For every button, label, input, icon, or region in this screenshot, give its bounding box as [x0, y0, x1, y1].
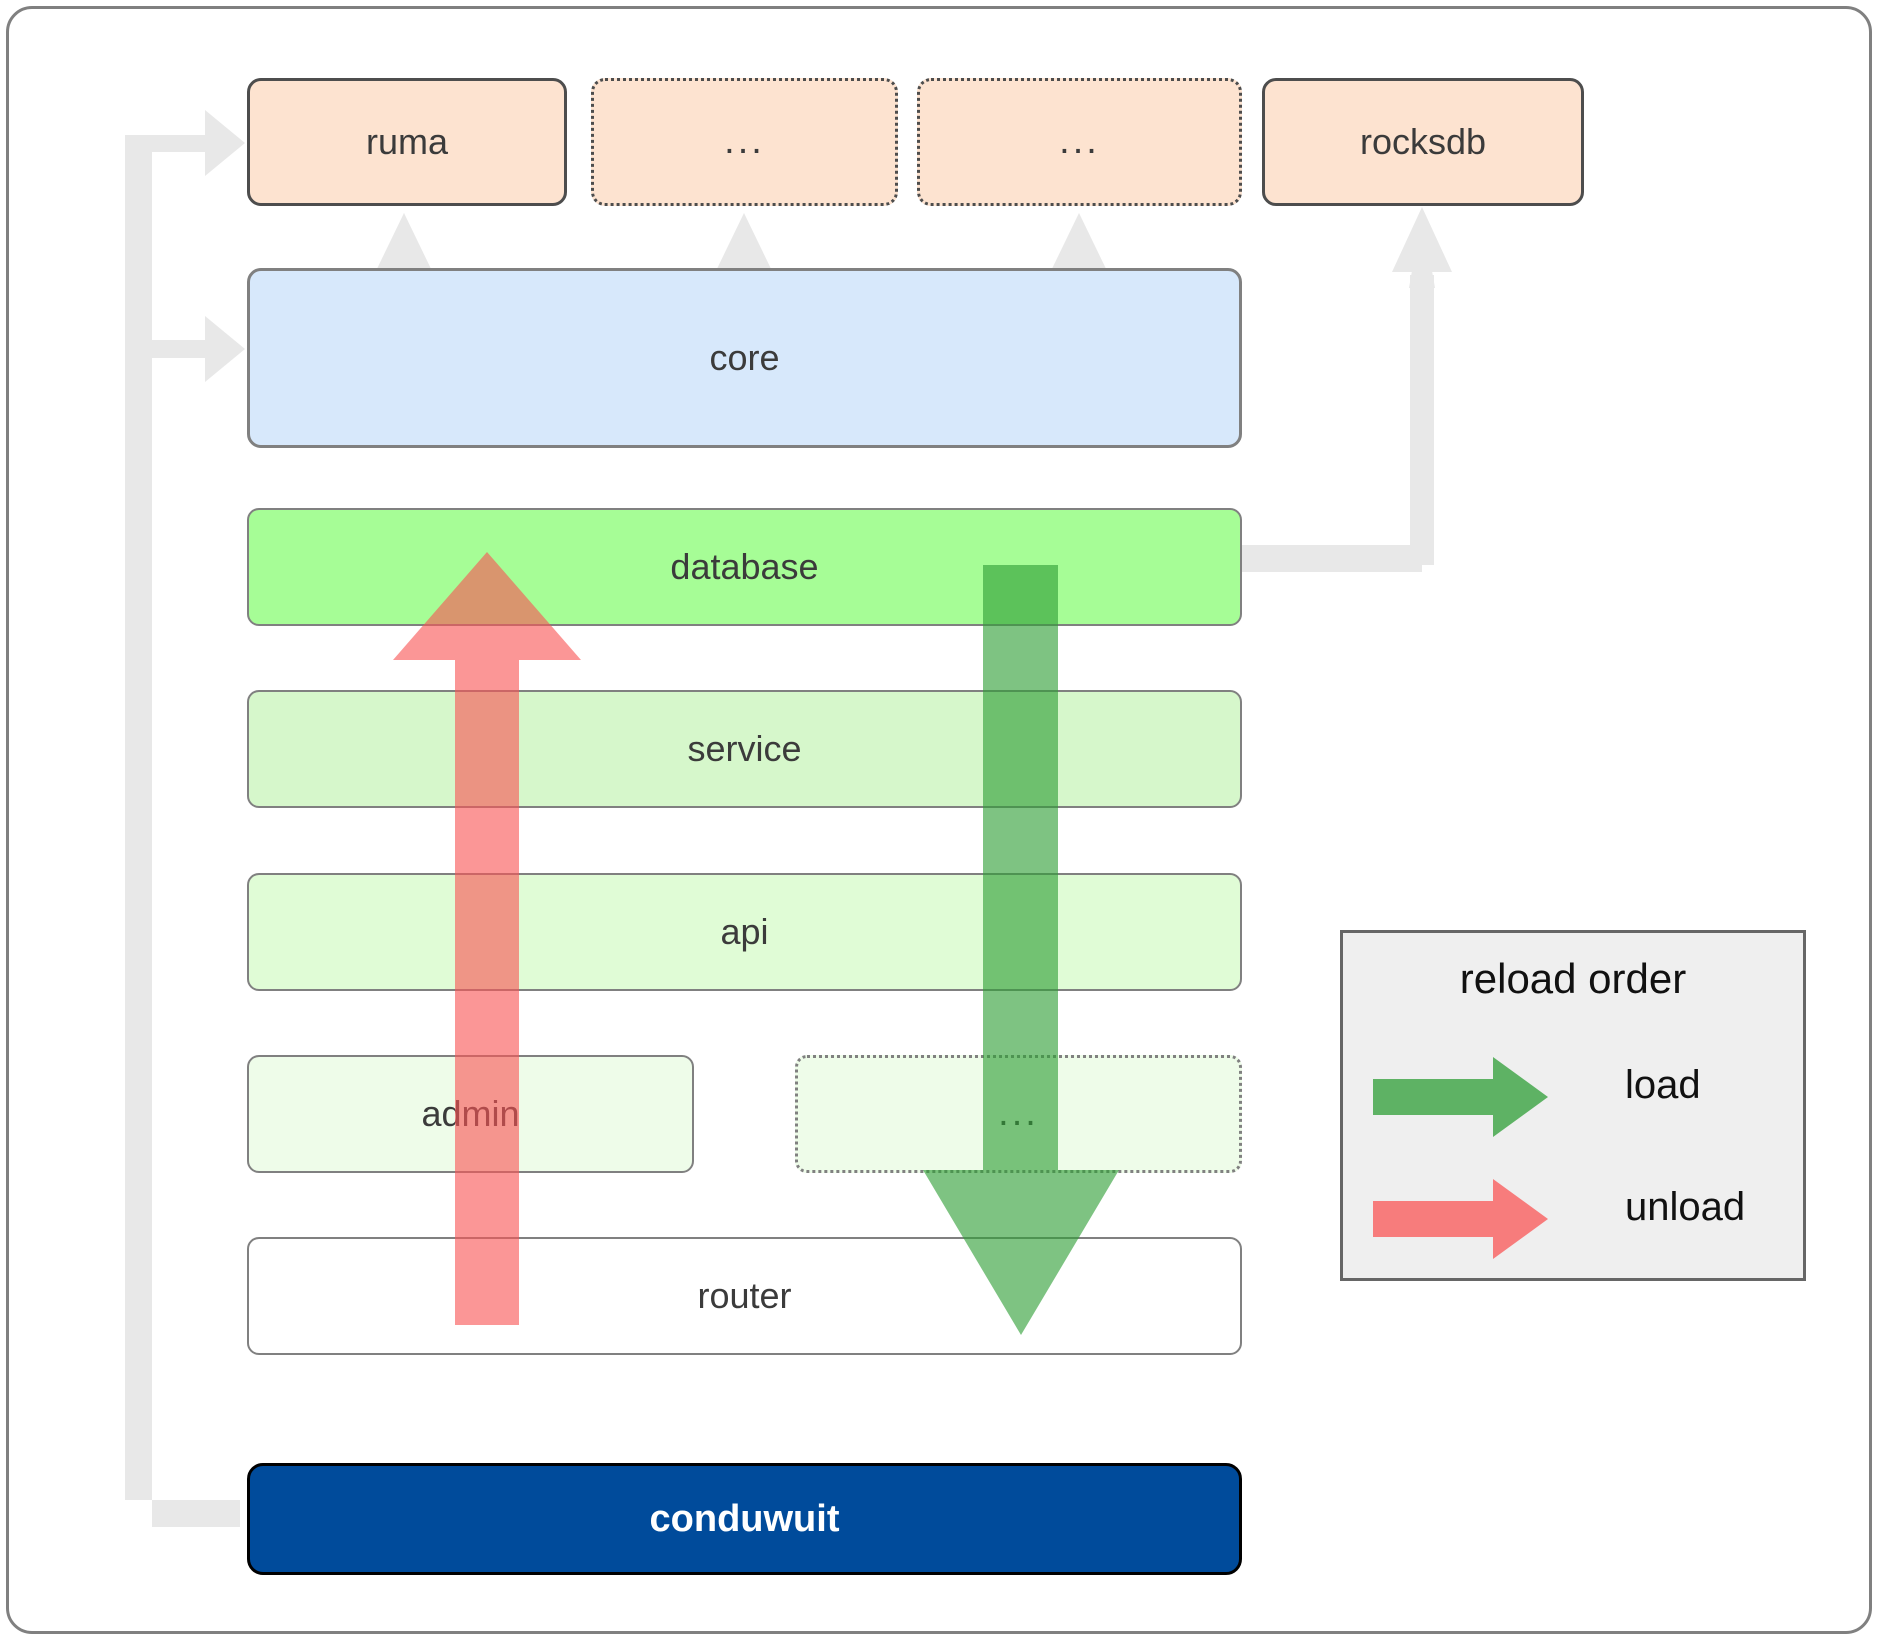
connector-database-to-rocksdb — [1240, 207, 1452, 572]
dependency-node-placeholder-1[interactable]: ... — [591, 78, 898, 206]
root-node-conduwuit[interactable]: conduwuit — [247, 1463, 1242, 1575]
load-arrow-down — [923, 565, 1119, 1335]
layer-label-service: service — [687, 728, 802, 769]
dependency-node-ruma[interactable]: ruma — [247, 78, 567, 206]
dependency-node-rocksdb[interactable]: rocksdb — [1262, 78, 1584, 206]
dependency-label-ruma: ruma — [365, 121, 449, 162]
root-label-conduwuit: conduwuit — [649, 1497, 840, 1540]
core-node[interactable]: core — [247, 268, 1242, 448]
layer-label-database: database — [670, 546, 819, 587]
legend-label-unload: unload — [1625, 1185, 1746, 1229]
unload-arrow-up — [393, 552, 581, 1325]
layer-label-api: api — [720, 911, 769, 952]
legend-row-unload: unload — [1343, 1175, 1803, 1265]
unload-legend-arrow-icon — [1373, 1179, 1548, 1259]
layer-label-router: router — [697, 1275, 792, 1316]
legend-panel: reload order load unload — [1340, 930, 1806, 1281]
layer-node-database[interactable]: database — [247, 508, 1242, 626]
connector-conduwuit-to-core — [152, 316, 245, 382]
core-label: core — [709, 337, 780, 378]
legend-title: reload order — [1459, 955, 1687, 1002]
dependency-label-rocksdb: rocksdb — [1359, 121, 1487, 162]
dependency-node-placeholder-2[interactable]: ... — [917, 78, 1242, 206]
load-legend-arrow-icon — [1373, 1057, 1548, 1137]
legend-label-load: load — [1625, 1063, 1701, 1107]
connector-conduwuit-to-ruma — [125, 110, 245, 1527]
layer-node-router[interactable]: router — [247, 1237, 1242, 1355]
layer-node-api[interactable]: api — [247, 873, 1242, 991]
layer-node-service[interactable]: service — [247, 690, 1242, 808]
legend-row-load: load — [1343, 1053, 1803, 1143]
